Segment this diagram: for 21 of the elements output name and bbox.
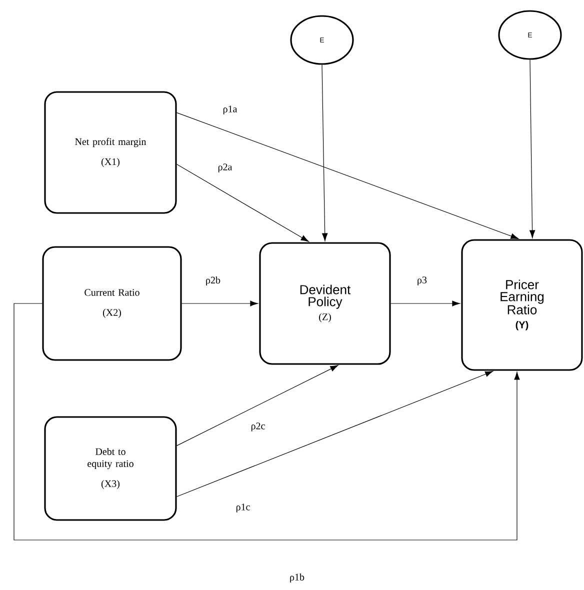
arrow <box>530 60 536 238</box>
arrow <box>182 300 258 306</box>
arrow <box>176 371 494 497</box>
arrow <box>176 112 519 240</box>
edge-label: ρ1c <box>236 504 250 512</box>
edge-label: ρ3 <box>418 276 427 286</box>
variable-box: Pricer Earning Ratio (Y) <box>461 239 583 371</box>
edge-label: ρ1a <box>223 106 238 114</box>
variable-box: Current Ratio (X2) <box>42 246 182 361</box>
variable-box: Devident Policy (Z) <box>259 242 391 365</box>
arrow <box>14 303 520 540</box>
arrow <box>176 365 338 446</box>
arrow <box>322 64 328 242</box>
edge-label: ρ1b <box>290 573 304 583</box>
variable-box: Net profit margin (X1) <box>44 91 177 214</box>
arrow <box>390 300 460 306</box>
variable-box: Debt to equity ratio (X3) <box>44 416 177 521</box>
arrow <box>176 164 309 242</box>
edge-label: ρ2a <box>218 164 232 172</box>
edge-label: ρ2b <box>206 276 220 286</box>
edge-label: ρ2c <box>251 422 265 432</box>
